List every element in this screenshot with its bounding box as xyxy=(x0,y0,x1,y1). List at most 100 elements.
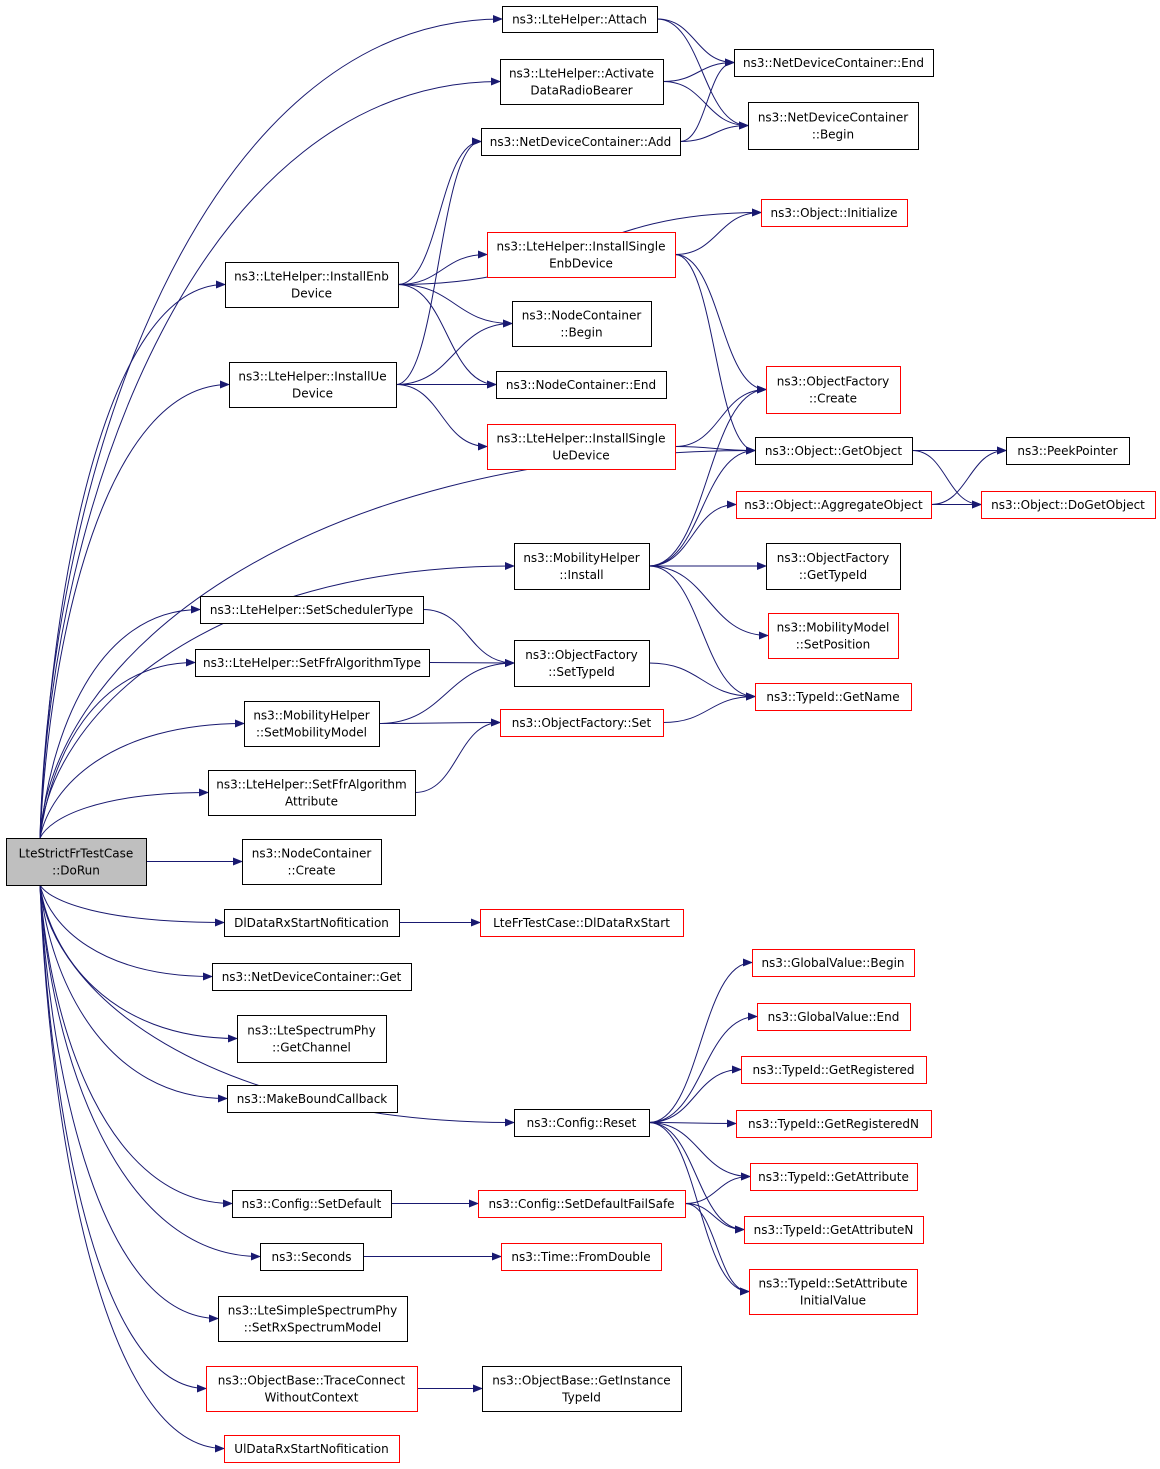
call-edge-install_ue-to-install_single_ue xyxy=(395,384,488,451)
node-set_sched[interactable]: ns3::LteHelper::SetSchedulerType xyxy=(200,596,424,624)
node-mob_setmodel[interactable]: ns3::MobilityHelper::SetMobilityModel xyxy=(244,701,380,747)
node-of_set[interactable]: ns3::ObjectFactory::Set xyxy=(500,709,664,737)
node-label: ::SetTypeId xyxy=(548,665,615,679)
node-ul_notif[interactable]: UlDataRxStartNofitication xyxy=(224,1435,400,1463)
node-label: Attribute xyxy=(285,795,338,809)
node-typeid_getregn[interactable]: ns3::TypeId::GetRegisteredN xyxy=(736,1110,932,1138)
call-edge-install_enb-to-ndc_add xyxy=(397,137,482,285)
node-label: ::DoRun xyxy=(52,864,100,878)
node-ndc_begin[interactable]: ns3::NetDeviceContainer::Begin xyxy=(748,102,919,150)
node-of_settypeid[interactable]: ns3::ObjectFactory::SetTypeId xyxy=(514,640,650,687)
node-label: ns3::NodeContainer xyxy=(522,309,642,323)
node-typeid_getattr[interactable]: ns3::TypeId::GetAttribute xyxy=(750,1163,918,1191)
node-ndc_end[interactable]: ns3::NetDeviceContainer::End xyxy=(734,49,934,77)
edges-layer xyxy=(39,15,1007,1453)
node-box xyxy=(514,543,650,590)
node-of_gettypeid[interactable]: ns3::ObjectFactory::GetTypeId xyxy=(766,543,901,590)
node-box xyxy=(482,1366,682,1412)
node-nc_end[interactable]: ns3::NodeContainer::End xyxy=(496,371,667,399)
node-label: ns3::ObjectFactory xyxy=(777,551,890,565)
node-label: ns3::NodeContainer::End xyxy=(506,378,656,392)
node-label: ns3::Object::Initialize xyxy=(771,206,898,220)
node-label: ns3::NodeContainer xyxy=(252,847,372,861)
call-edge-config_setdefaultfs-to-typeid_getattr xyxy=(684,1172,751,1204)
call-edge-install_ue-to-ndc_add xyxy=(395,137,482,385)
node-lsp_getchannel[interactable]: ns3::LteSpectrumPhy::GetChannel xyxy=(237,1015,387,1063)
call-edge-aggregate-to-peekpointer xyxy=(930,446,1007,505)
node-label: ns3::NetDeviceContainer::End xyxy=(743,56,924,70)
call-edge-root-to-lssp_setrx xyxy=(39,884,219,1323)
node-mob_install[interactable]: ns3::MobilityHelper::Install xyxy=(514,543,650,590)
node-typeid_getname[interactable]: ns3::TypeId::GetName xyxy=(755,683,912,711)
node-box xyxy=(227,1085,398,1113)
node-label: ns3::LteSpectrumPhy xyxy=(247,1024,375,1038)
node-typeid_getattrn[interactable]: ns3::TypeId::GetAttributeN xyxy=(744,1216,924,1244)
node-dogetobject[interactable]: ns3::Object::DoGetObject xyxy=(981,491,1156,519)
call-edge-of_set-to-typeid_getname xyxy=(662,692,756,723)
node-set_ffr_type[interactable]: ns3::LteHelper::SetFfrAlgorithmType xyxy=(195,649,430,677)
node-config_reset[interactable]: ns3::Config::Reset xyxy=(514,1109,650,1137)
call-edge-root-to-install_ue xyxy=(39,380,230,839)
node-ltefr_dlstart[interactable]: LteFrTestCase::DlDataRxStart xyxy=(480,909,684,937)
node-of_create[interactable]: ns3::ObjectFactory::Create xyxy=(766,366,901,414)
node-seconds[interactable]: ns3::Seconds xyxy=(260,1243,364,1271)
node-typeid_getreg[interactable]: ns3::TypeId::GetRegistered xyxy=(741,1056,927,1084)
call-edge-root-to-mob_install xyxy=(39,562,515,839)
call-edge-mob_install-to-typeid_getname xyxy=(648,565,756,701)
node-label: ns3::TypeId::GetAttributeN xyxy=(754,1223,914,1237)
call-edge-install_enb-to-nc_end xyxy=(397,284,497,389)
node-lssp_setrx[interactable]: ns3::LteSimpleSpectrumPhy::SetRxSpectrum… xyxy=(218,1296,408,1342)
node-aggregate[interactable]: ns3::Object::AggregateObject xyxy=(736,491,932,519)
node-config_setdefaultfs[interactable]: ns3::Config::SetDefaultFailSafe xyxy=(478,1190,686,1218)
node-ndc_add[interactable]: ns3::NetDeviceContainer::Add xyxy=(481,128,681,156)
node-attach[interactable]: ns3::LteHelper::Attach xyxy=(502,6,658,33)
node-makebound[interactable]: ns3::MakeBoundCallback xyxy=(227,1085,398,1113)
node-obj_init[interactable]: ns3::Object::Initialize xyxy=(761,199,908,227)
node-time_fromdouble[interactable]: ns3::Time::FromDouble xyxy=(501,1243,662,1271)
node-label: ns3::Config::Reset xyxy=(527,1116,637,1130)
node-label: ns3::ObjectFactory::Set xyxy=(512,716,652,730)
node-label: ::Create xyxy=(809,392,857,406)
node-label: UlDataRxStartNofitication xyxy=(234,1442,388,1456)
call-edge-root-to-seconds xyxy=(39,884,261,1261)
call-edge-mob_install-to-mm_setpos xyxy=(648,565,769,640)
node-dl_notif[interactable]: DlDataRxStartNofitication xyxy=(224,909,400,937)
node-label: ns3::GlobalValue::End xyxy=(768,1010,900,1024)
node-label: Device xyxy=(291,287,332,301)
call-edge-activate-to-ndc_begin xyxy=(662,81,749,130)
call-edge-mob_setmodel-to-of_set xyxy=(378,718,501,727)
call-edge-attach-to-ndc_end xyxy=(656,18,735,67)
node-box xyxy=(496,371,667,399)
node-label: ::Create xyxy=(288,864,336,878)
node-root[interactable]: LteStrictFrTestCase::DoRun xyxy=(6,838,147,886)
node-nc_begin[interactable]: ns3::NodeContainer::Begin xyxy=(512,301,652,347)
node-mm_setpos[interactable]: ns3::MobilityModel::SetPosition xyxy=(768,613,899,659)
node-gv_begin[interactable]: ns3::GlobalValue::Begin xyxy=(752,949,915,977)
node-ob_traceconnect[interactable]: ns3::ObjectBase::TraceConnectWithoutCont… xyxy=(206,1366,418,1412)
node-label: ns3::NetDeviceContainer xyxy=(758,111,908,125)
node-box xyxy=(218,1296,408,1342)
node-obj_getobject[interactable]: ns3::Object::GetObject xyxy=(755,437,913,465)
call-edge-activate-to-ndc_end xyxy=(662,58,735,82)
nodes-layer: LteStrictFrTestCase::DoRun ns3::LteHelper… xyxy=(6,6,1156,1463)
node-label: ns3::NetDeviceContainer::Get xyxy=(222,970,402,984)
node-config_setdefault[interactable]: ns3::Config::SetDefault xyxy=(232,1190,392,1218)
node-label: DlDataRxStartNofitication xyxy=(234,916,389,930)
node-ndc_get[interactable]: ns3::NetDeviceContainer::Get xyxy=(212,963,412,991)
node-peekpointer[interactable]: ns3::PeekPointer xyxy=(1006,437,1130,465)
call-edge-mob_setmodel-to-of_settypeid xyxy=(378,659,515,724)
call-edge-root-to-ul_notif xyxy=(39,884,225,1453)
node-label: ns3::TypeId::GetRegistered xyxy=(753,1063,915,1077)
node-nc_create[interactable]: ns3::NodeContainer::Create xyxy=(242,839,382,885)
node-gv_end[interactable]: ns3::GlobalValue::End xyxy=(757,1003,911,1031)
call-edge-install_single_enb-to-obj_getobject xyxy=(674,254,756,455)
